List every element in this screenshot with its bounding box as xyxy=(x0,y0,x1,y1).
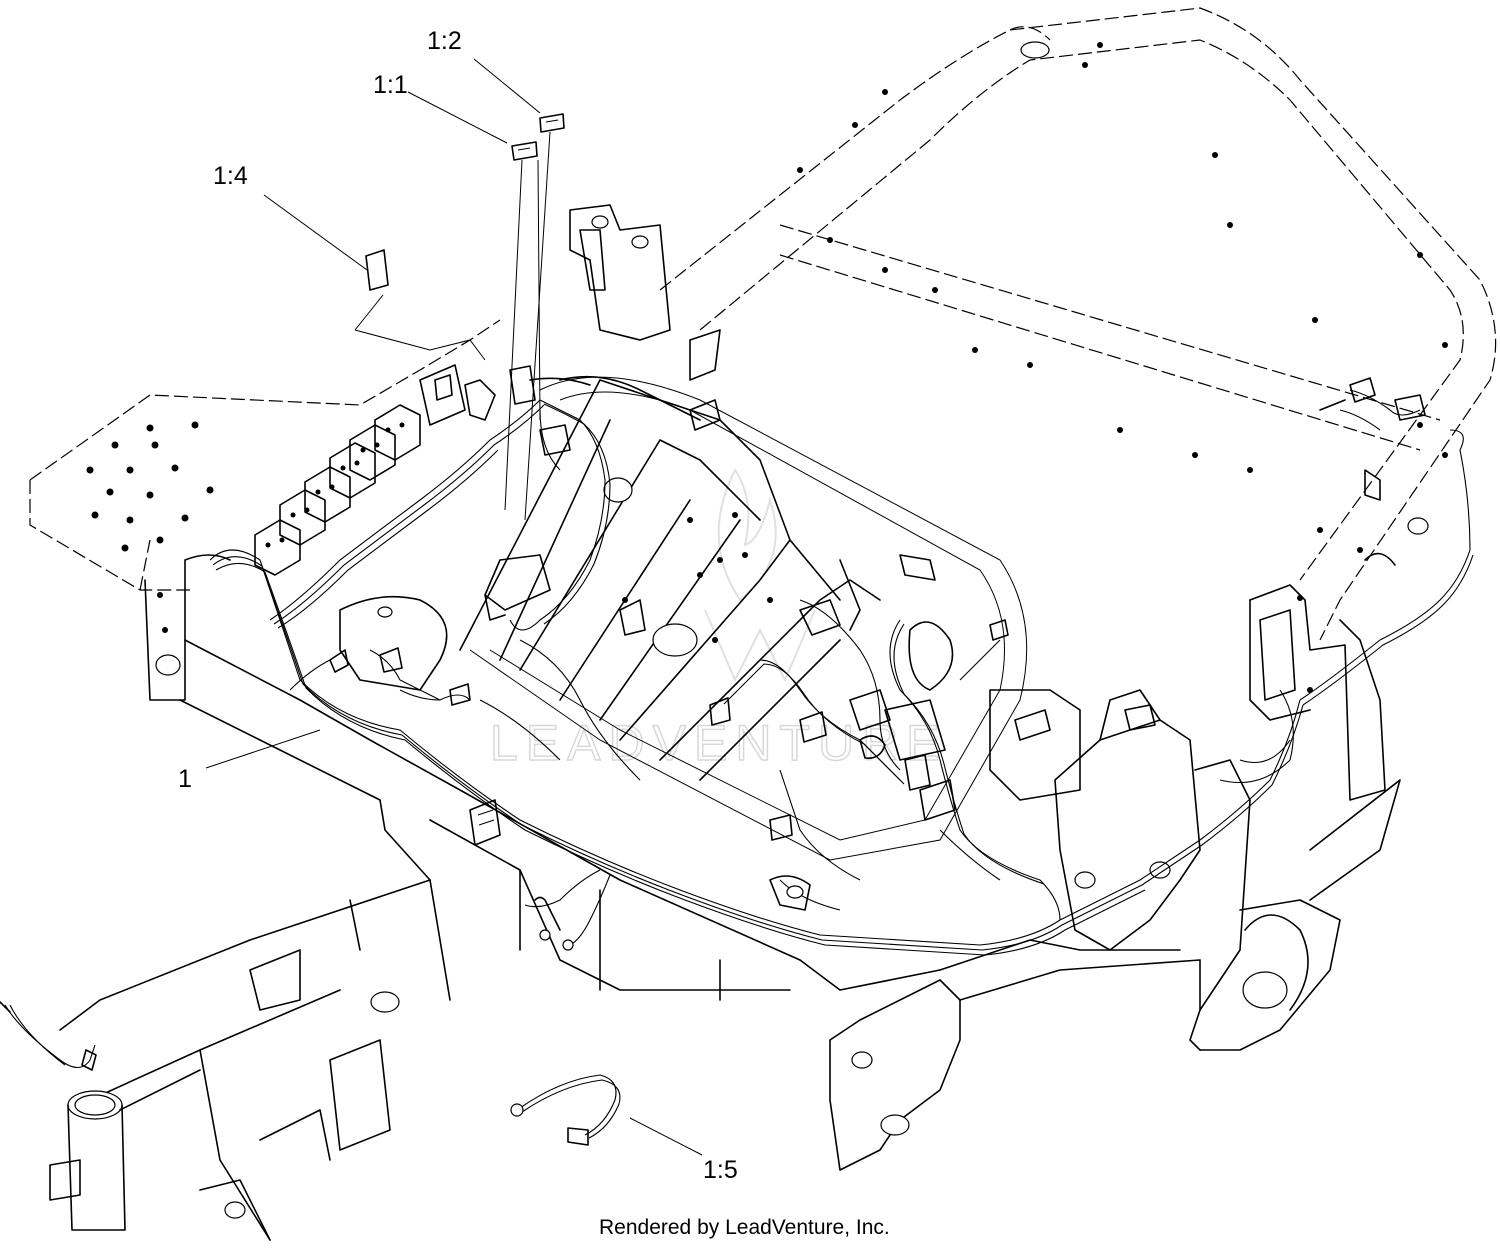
leader-decal xyxy=(263,194,368,271)
callout-fuse-a: 1:1 xyxy=(373,71,408,99)
frame-holes xyxy=(797,42,1448,553)
front-tube xyxy=(0,949,400,1241)
callout-fuse-b: 1:2 xyxy=(427,27,462,55)
rear-frame xyxy=(659,7,1497,641)
right-mounts xyxy=(989,469,1429,1051)
callout-ground-cable: 1:5 xyxy=(703,1156,738,1184)
cross-members xyxy=(459,375,936,781)
main-frame-rails xyxy=(59,554,941,1241)
callout-labels: 1 1:1 1:2 1:4 1:5 xyxy=(178,27,738,1184)
callout-main-harness: 1 xyxy=(178,765,192,793)
leader-lines xyxy=(205,58,703,1156)
decal-part xyxy=(354,249,486,361)
bracket-plate xyxy=(339,204,721,691)
leader-main-harness xyxy=(205,729,321,769)
inner-loop xyxy=(469,376,1028,861)
main-wire-harness xyxy=(209,389,1474,956)
ground-cable-part xyxy=(510,1074,621,1146)
relay-pins xyxy=(265,422,405,548)
leader-fuse-a xyxy=(407,91,508,144)
watermark: LEADVENTURE xyxy=(489,468,940,772)
rear-lower-structure xyxy=(829,939,1201,1171)
fuse-parts xyxy=(504,113,565,521)
render-credit: Rendered by LeadVenture, Inc. xyxy=(599,1216,890,1239)
callout-decal: 1:4 xyxy=(213,162,248,190)
leader-fuse-b xyxy=(473,58,541,114)
harness-connectors xyxy=(329,377,1426,951)
relay-cluster xyxy=(254,364,551,621)
foot-plate xyxy=(29,319,501,591)
leader-ground-cable xyxy=(629,1117,703,1156)
